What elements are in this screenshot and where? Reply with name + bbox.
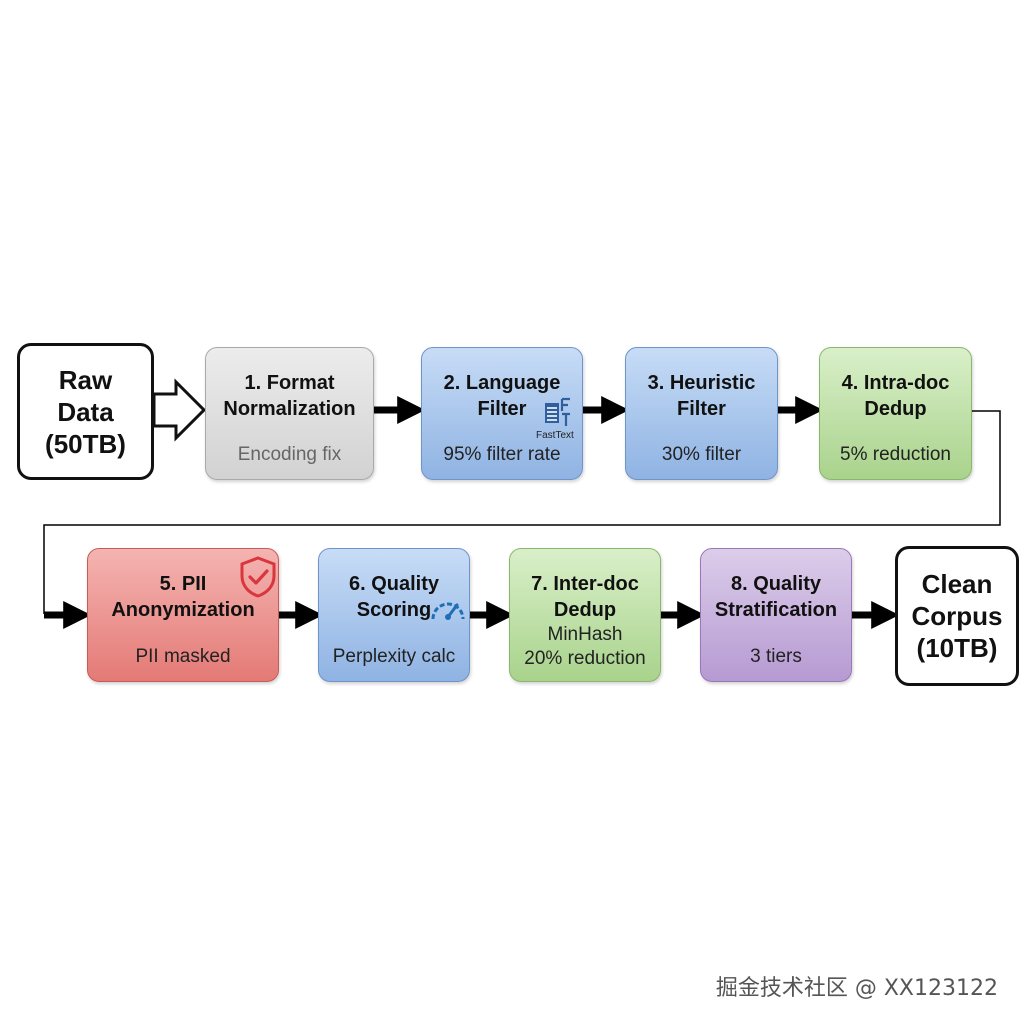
raw-data-node: Raw Data (50TB) bbox=[17, 343, 154, 480]
step-language-filter: 2. Language Filter 95% filter rate FastT… bbox=[421, 347, 583, 480]
step-intra-doc-dedup: 4. Intra-doc Dedup 5% reduction bbox=[819, 347, 972, 480]
step-title: 6. Quality Scoring bbox=[348, 573, 440, 621]
step-title: 7. Inter-doc Dedup bbox=[531, 573, 639, 621]
fasttext-label: FastText bbox=[536, 430, 574, 441]
step-subtitle: 95% filter rate bbox=[443, 444, 561, 465]
step-title: 5. PII Anonymization bbox=[111, 573, 255, 621]
step-pii-anonymization: 5. PII Anonymization PII masked bbox=[87, 548, 279, 682]
step-subtitle: 3 tiers bbox=[750, 646, 802, 667]
watermark: 掘金技术社区 @ XX123122 bbox=[715, 976, 998, 1001]
step-quality-scoring: 6. Quality Scoring Perplexity calc bbox=[318, 548, 470, 682]
step-heuristic-filter: 3. Heuristic Filter 30% filter bbox=[625, 347, 778, 480]
step-title: 2. Language Filter bbox=[443, 372, 561, 420]
step-subtitle: MinHash 20% reduction bbox=[524, 624, 646, 669]
step-subtitle: 30% filter bbox=[661, 444, 742, 465]
step-title: 3. Heuristic Filter bbox=[647, 372, 756, 420]
step-subtitle: PII masked bbox=[135, 646, 231, 667]
wrap-connector bbox=[43, 410, 1001, 614]
document-icon bbox=[545, 397, 570, 426]
step-title: 8. Quality Stratification bbox=[714, 573, 838, 621]
raw-data-label: Raw Data (50TB) bbox=[45, 364, 126, 459]
clean-corpus-node: Clean Corpus (10TB) bbox=[895, 546, 1019, 686]
hollow-arrow bbox=[152, 378, 207, 442]
step-title: 4. Intra-doc Dedup bbox=[841, 372, 950, 420]
step-title: 1. Format Normalization bbox=[223, 372, 356, 420]
step-format-normalization: 1. Format Normalization Encoding fix bbox=[205, 347, 374, 480]
step-inter-doc-dedup: 7. Inter-doc Dedup MinHash 20% reduction bbox=[509, 548, 661, 682]
shield-check-icon bbox=[240, 556, 276, 598]
step-subtitle: Perplexity calc bbox=[332, 646, 456, 667]
step-subtitle: 5% reduction bbox=[840, 444, 951, 465]
step-subtitle: Encoding fix bbox=[237, 444, 342, 465]
gauge-icon bbox=[431, 602, 465, 620]
clean-corpus-label: Clean Corpus (10TB) bbox=[911, 569, 1003, 663]
step-quality-stratification: 8. Quality Stratification 3 tiers bbox=[700, 548, 852, 682]
